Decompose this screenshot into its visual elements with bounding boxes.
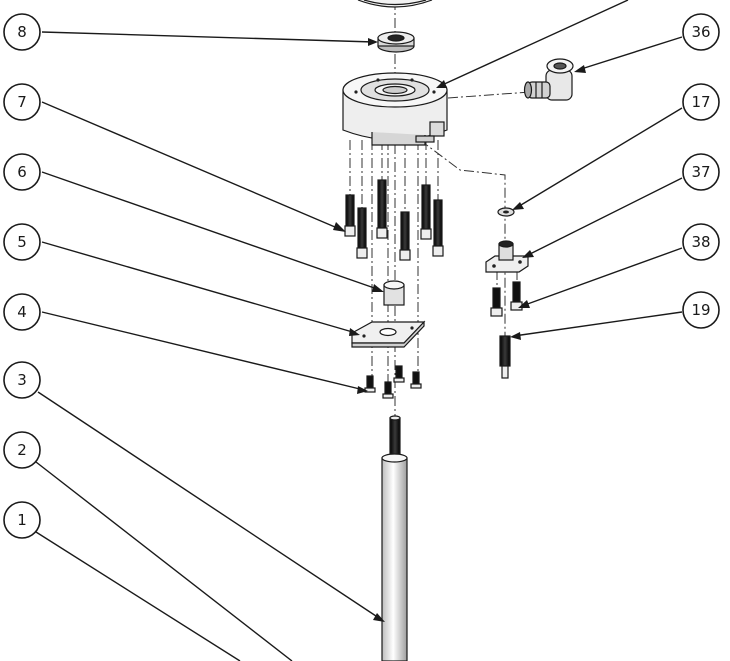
balloon-8: 8 bbox=[3, 13, 41, 51]
mounting-plate-part-5 bbox=[351, 320, 426, 348]
spacer-part-6 bbox=[383, 280, 405, 306]
balloon-6: 6 bbox=[3, 153, 41, 191]
balloon-label: 7 bbox=[17, 93, 27, 111]
balloon-38: 38 bbox=[682, 223, 720, 261]
balloon-2: 2 bbox=[3, 431, 41, 469]
top-disc bbox=[357, 0, 433, 8]
balloon-3: 3 bbox=[3, 361, 41, 399]
balloon-label: 19 bbox=[691, 301, 710, 319]
balloon-label: 8 bbox=[17, 23, 27, 41]
balloon-36: 36 bbox=[682, 13, 720, 51]
balloon-4: 4 bbox=[3, 293, 41, 331]
rod-part-3 bbox=[381, 415, 408, 661]
balloon-label: 3 bbox=[17, 371, 27, 389]
main-housing bbox=[342, 72, 448, 146]
balloon-label: 2 bbox=[17, 441, 27, 459]
balloon-label: 38 bbox=[691, 233, 710, 251]
washer-part-17 bbox=[497, 207, 515, 217]
balloon-7: 7 bbox=[3, 83, 41, 121]
balloon-label: 6 bbox=[17, 163, 27, 181]
balloon-label: 4 bbox=[17, 303, 27, 321]
screws-part-7 bbox=[344, 179, 444, 261]
elbow-fitting-part-36 bbox=[523, 58, 574, 101]
balloon-label: 37 bbox=[691, 163, 710, 181]
balloon-37: 37 bbox=[682, 153, 720, 191]
balloon-17: 17 bbox=[682, 83, 720, 121]
leader-lines bbox=[35, 0, 683, 661]
balloon-label: 1 bbox=[17, 511, 27, 529]
bearing-part-8 bbox=[377, 31, 415, 53]
bracket-part-37 bbox=[485, 240, 529, 273]
balloon-1: 1 bbox=[3, 501, 41, 539]
balloon-label: 36 bbox=[691, 23, 710, 41]
balloon-label: 17 bbox=[691, 93, 710, 111]
balloon-5: 5 bbox=[3, 223, 41, 261]
balloon-label: 5 bbox=[17, 233, 27, 251]
screws-part-38 bbox=[490, 281, 523, 317]
pin-part-19 bbox=[499, 335, 511, 379]
small-screws-part-4 bbox=[364, 365, 422, 399]
balloon-19: 19 bbox=[682, 291, 720, 329]
